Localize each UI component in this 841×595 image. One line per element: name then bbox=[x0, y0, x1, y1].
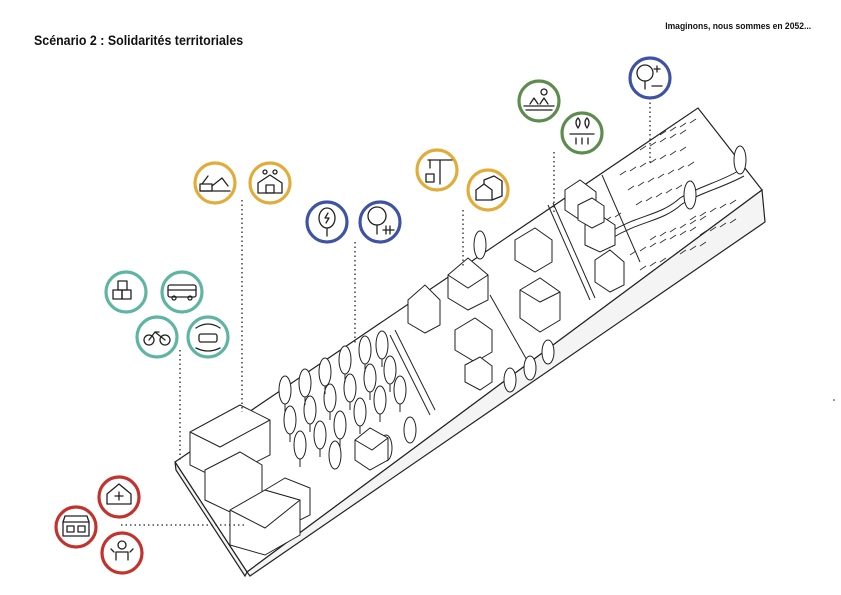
health-house-icon bbox=[97, 475, 141, 519]
construction-machinery-icon bbox=[193, 161, 237, 205]
leader-lines bbox=[121, 98, 651, 526]
crane-building-icon bbox=[415, 148, 459, 192]
stray-dot bbox=[833, 399, 835, 401]
village-buildings bbox=[189, 179, 625, 556]
carpool-icon bbox=[186, 315, 230, 359]
bicycle-icon bbox=[135, 315, 179, 359]
childcare-icon bbox=[100, 531, 144, 575]
water-infiltration-icon bbox=[560, 111, 604, 155]
bus-icon bbox=[160, 270, 204, 314]
forest-trees bbox=[278, 145, 747, 470]
local-shop-icon bbox=[54, 505, 98, 549]
crop-fields bbox=[594, 118, 737, 271]
orchard-icon bbox=[358, 200, 402, 244]
craft-workshop-icon bbox=[248, 161, 292, 205]
energy-tree-icon bbox=[305, 200, 349, 244]
housing-icon bbox=[466, 168, 510, 212]
page-subtitle: Imaginons, nous sommes en 2052... bbox=[665, 21, 811, 32]
page-title: Scénario 2 : Solidarités territoriales bbox=[34, 33, 244, 48]
soil-planting-icon bbox=[517, 79, 561, 123]
orchard-extension-icon bbox=[628, 56, 672, 100]
logistics-boxes-icon bbox=[104, 270, 148, 314]
